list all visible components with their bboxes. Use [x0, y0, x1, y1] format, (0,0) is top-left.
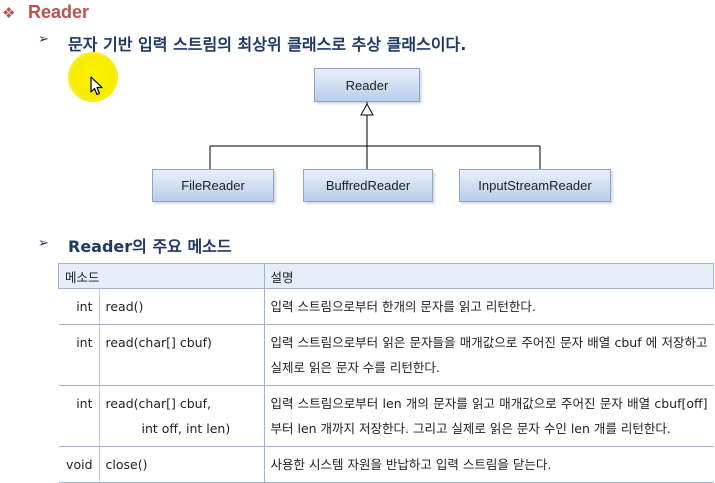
- return-type: void: [58, 446, 100, 483]
- method-description: 입력 스트림으로부터 len 개의 문자를 읽고 매개값으로 주어진 문자 배열…: [264, 385, 714, 447]
- methods-table: 메소드 설명 int read() 입력 스트림으로부터 한개의 문자를 읽고 …: [58, 263, 714, 483]
- return-type: int: [58, 324, 100, 386]
- method-signature: read(): [99, 288, 265, 325]
- method-description: 사용한 시스템 자원을 반납하고 입력 스트림을 닫는다.: [264, 446, 714, 483]
- table-row: void close() 사용한 시스템 자원을 반납하고 입력 스트림을 닫는…: [58, 446, 714, 483]
- return-type: int: [58, 288, 100, 325]
- table-row: int read() 입력 스트림으로부터 한개의 문자를 읽고 리턴한다.: [58, 288, 714, 325]
- method-signature: read(char[] cbuf, int off, int len): [99, 385, 265, 447]
- method-signature: close(): [99, 446, 265, 483]
- header-description: 설명: [263, 263, 714, 289]
- method-signature-line1: read(char[] cbuf,: [105, 396, 211, 411]
- mouse-pointer-icon: [90, 76, 103, 96]
- method-signature: read(char[] cbuf): [99, 324, 265, 386]
- class-box-buffredreader: BuffredReader: [303, 169, 433, 202]
- class-box-reader: Reader: [314, 68, 420, 102]
- class-box-inputstreamreader: InputStreamReader: [459, 169, 611, 202]
- arrow-bullet-icon: ➢: [38, 32, 49, 47]
- return-type: int: [58, 385, 100, 447]
- arrow-bullet-icon: ➢: [38, 236, 49, 251]
- diamond-bullet-icon: ❖: [2, 4, 16, 22]
- inheritance-arrow-icon: [360, 102, 374, 116]
- intro-text: 문자 기반 입력 스트림의 최상위 클래스로 추상 클래스이다.: [68, 35, 467, 54]
- page-title: Reader: [28, 2, 90, 22]
- method-signature-line2: int off, int len): [141, 421, 231, 436]
- table-row: int read(char[] cbuf) 입력 스트림으로부터 읽은 문자들을…: [58, 324, 714, 386]
- method-description: 입력 스트림으로부터 읽은 문자들을 매개값으로 주어진 문자 배열 cbuf …: [264, 324, 714, 386]
- method-description: 입력 스트림으로부터 한개의 문자를 읽고 리턴한다.: [264, 288, 714, 325]
- table-row: int read(char[] cbuf, int off, int len) …: [58, 385, 714, 447]
- methods-section-title: Reader의 주요 메소드: [68, 237, 232, 256]
- table-header-row: 메소드 설명: [58, 263, 714, 289]
- header-method: 메소드: [58, 263, 265, 289]
- cursor-highlight: [68, 52, 118, 102]
- class-box-filereader: FileReader: [152, 169, 274, 202]
